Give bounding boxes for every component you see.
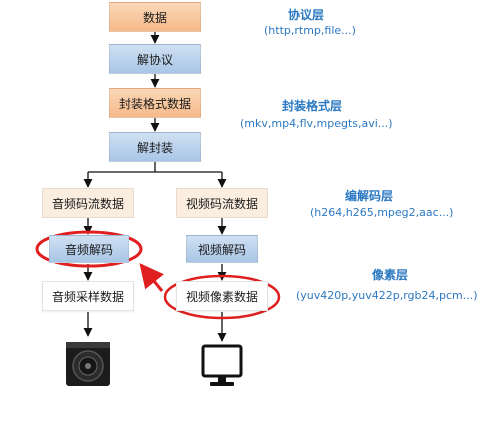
pixel-layer-formats: (yuv420p,yuv422p,rgb24,pcm...) — [296, 289, 478, 302]
protocol-layer-formats: (http,rtmp,file...) — [264, 24, 356, 37]
video-pixels-box: 视频像素数据 — [176, 281, 268, 311]
red-pointer-arrow — [139, 263, 164, 292]
audio-samples-box: 音频采样数据 — [42, 281, 134, 311]
protocol-parse-box: 解协议 — [109, 44, 201, 74]
audio-decode-box: 音频解码 — [49, 235, 129, 263]
protocol-layer-title: 协议层 — [288, 8, 325, 22]
pixel-layer-title: 像素层 — [372, 268, 409, 282]
codec-layer-formats: (h264,h265,mpeg2,aac...) — [310, 206, 454, 219]
monitor-icon — [201, 344, 243, 386]
highlight-video-pixels — [163, 274, 281, 320]
audio-stream-box: 音频码流数据 — [42, 188, 134, 218]
video-decode-box: 视频解码 — [186, 235, 258, 263]
codec-layer-title: 编解码层 — [345, 189, 394, 203]
demux-box: 解封装 — [109, 132, 201, 162]
container-data-box: 封装格式数据 — [109, 88, 201, 118]
highlight-audio-decode — [35, 230, 143, 268]
speaker-icon — [66, 342, 110, 386]
video-stream-box: 视频码流数据 — [176, 188, 268, 218]
data-box: 数据 — [109, 2, 201, 32]
container-layer-title: 封装格式层 — [282, 99, 343, 113]
container-layer-formats: (mkv,mp4,flv,mpegts,avi...) — [240, 117, 393, 130]
